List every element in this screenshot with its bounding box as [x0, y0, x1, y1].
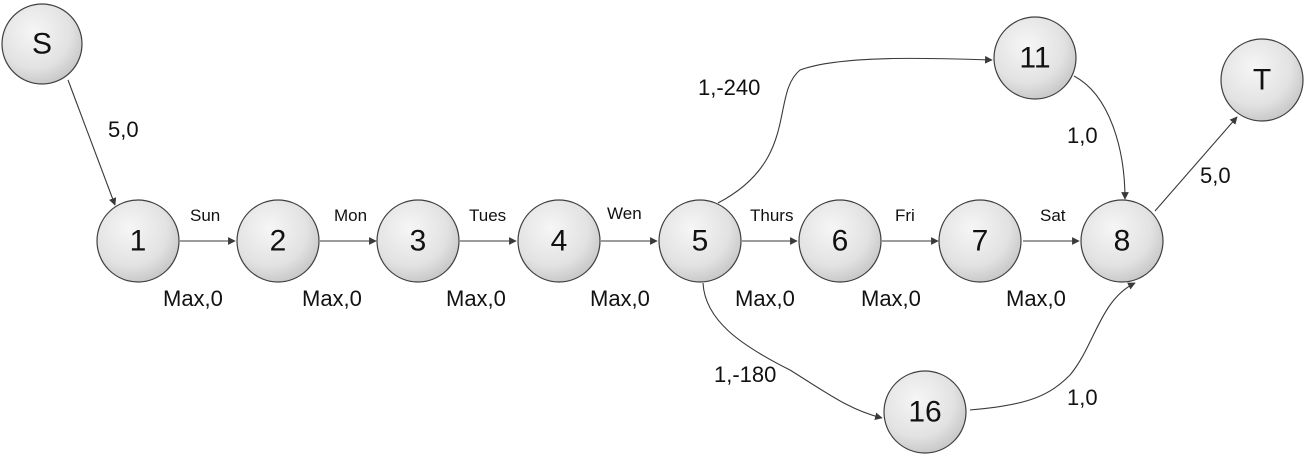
edge-label-s-1: 5,0 [108, 117, 139, 142]
day-label-sun: Sun [190, 206, 220, 225]
edges [67, 55, 1238, 421]
node-t-label: T [1253, 64, 1271, 97]
edge-label-11-8: 1,0 [1067, 123, 1098, 148]
node-2: 2 [236, 199, 320, 283]
edge-16-8 [969, 282, 1136, 411]
node-5-label: 5 [692, 225, 709, 258]
node-1-label: 1 [130, 225, 147, 258]
node-7: 7 [938, 199, 1022, 283]
edge-8-t [1154, 116, 1238, 212]
day-label-fri: Fri [895, 206, 915, 225]
chain-label-5: Max,0 [735, 286, 795, 311]
day-label-wen: Wen [607, 204, 642, 223]
edge-label-8-t: 5,0 [1200, 163, 1231, 188]
node-2-label: 2 [270, 225, 287, 258]
edge-label-5-11: 1,-240 [698, 75, 760, 100]
day-label-mon: Mon [334, 206, 367, 225]
node-8-label: 8 [1114, 225, 1131, 258]
node-4: 4 [517, 199, 601, 283]
node-11: 11 [993, 16, 1077, 100]
node-5: 5 [658, 199, 742, 283]
day-label-thurs: Thurs [750, 206, 793, 225]
chain-label-4: Max,0 [590, 286, 650, 311]
node-7-label: 7 [972, 225, 989, 258]
chain-label-6: Max,0 [861, 286, 921, 311]
edge-s-1 [67, 79, 117, 206]
edge-label-5-16: 1,-180 [714, 362, 776, 387]
chain-label-2: Max,0 [302, 286, 362, 311]
node-6-label: 6 [832, 225, 849, 258]
node-16-label: 16 [908, 396, 941, 429]
node-s: S [1, 3, 83, 85]
node-s-label: S [32, 28, 52, 61]
nodes: S 1 2 3 4 5 6 7 [1, 3, 1304, 454]
edge-labels: 5,0 1,-240 1,0 5,0 1,-180 1,0 Max,0 Max,… [108, 75, 1231, 410]
edge-5-16 [702, 282, 883, 421]
node-16: 16 [883, 370, 967, 454]
edge-11-8 [1073, 75, 1129, 200]
node-8: 8 [1080, 199, 1164, 283]
node-3-label: 3 [410, 225, 427, 258]
day-label-tues: Tues [469, 206, 506, 225]
node-6: 6 [798, 199, 882, 283]
chain-label-3: Max,0 [446, 286, 506, 311]
day-label-sat: Sat [1040, 206, 1066, 225]
node-3: 3 [376, 199, 460, 283]
node-11-label: 11 [1019, 42, 1050, 75]
node-t: T [1220, 38, 1304, 122]
node-1: 1 [96, 199, 180, 283]
edge-label-16-8: 1,0 [1067, 385, 1098, 410]
chain-label-7: Max,0 [1006, 286, 1066, 311]
node-4-label: 4 [551, 225, 568, 258]
chain-label-1: Max,0 [163, 286, 223, 311]
day-labels: Sun Mon Tues Wen Thurs Fri Sat [190, 204, 1066, 225]
edge-5-11 [717, 55, 993, 204]
